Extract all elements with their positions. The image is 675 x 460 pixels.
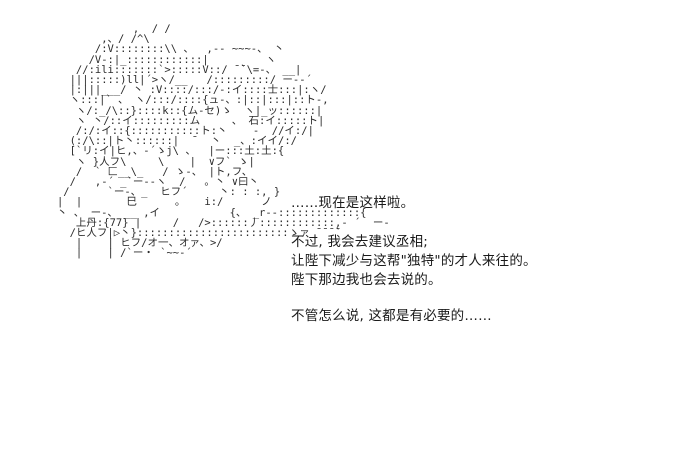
paragraph-spacer xyxy=(291,290,651,307)
dialogue-line: 让陛下减少与这帮"独特"的才人来往的。 xyxy=(291,253,537,269)
dialogue-line: 不过, 我会去建议丞相; xyxy=(291,234,429,250)
dialogue-paragraph-1: ……现在是这样啦。 xyxy=(291,194,651,213)
dialogue-line: 不管怎么说, 这都是有必要的…… xyxy=(291,308,492,324)
dialogue-paragraph-3: 不管怎么说, 这都是有必要的…… xyxy=(291,307,651,326)
dialogue-line: ……现在是这样啦。 xyxy=(291,195,415,211)
paragraph-spacer xyxy=(291,213,651,233)
dialogue-paragraph-2: 不过, 我会去建议丞相; 让陛下减少与这帮"独特"的才人来往的。 陛下那边我也会… xyxy=(291,233,651,290)
dialogue-line: 陛下那边我也会去说的。 xyxy=(291,272,442,288)
ascii-art-portrait: , / / ,、/ /^\ /:V::::::::\\ 、 ,-- ~~~-、 … xyxy=(56,23,390,260)
dialogue-block: ……现在是这样啦。 不过, 我会去建议丞相; 让陛下减少与这帮"独特"的才人来往… xyxy=(291,194,651,326)
